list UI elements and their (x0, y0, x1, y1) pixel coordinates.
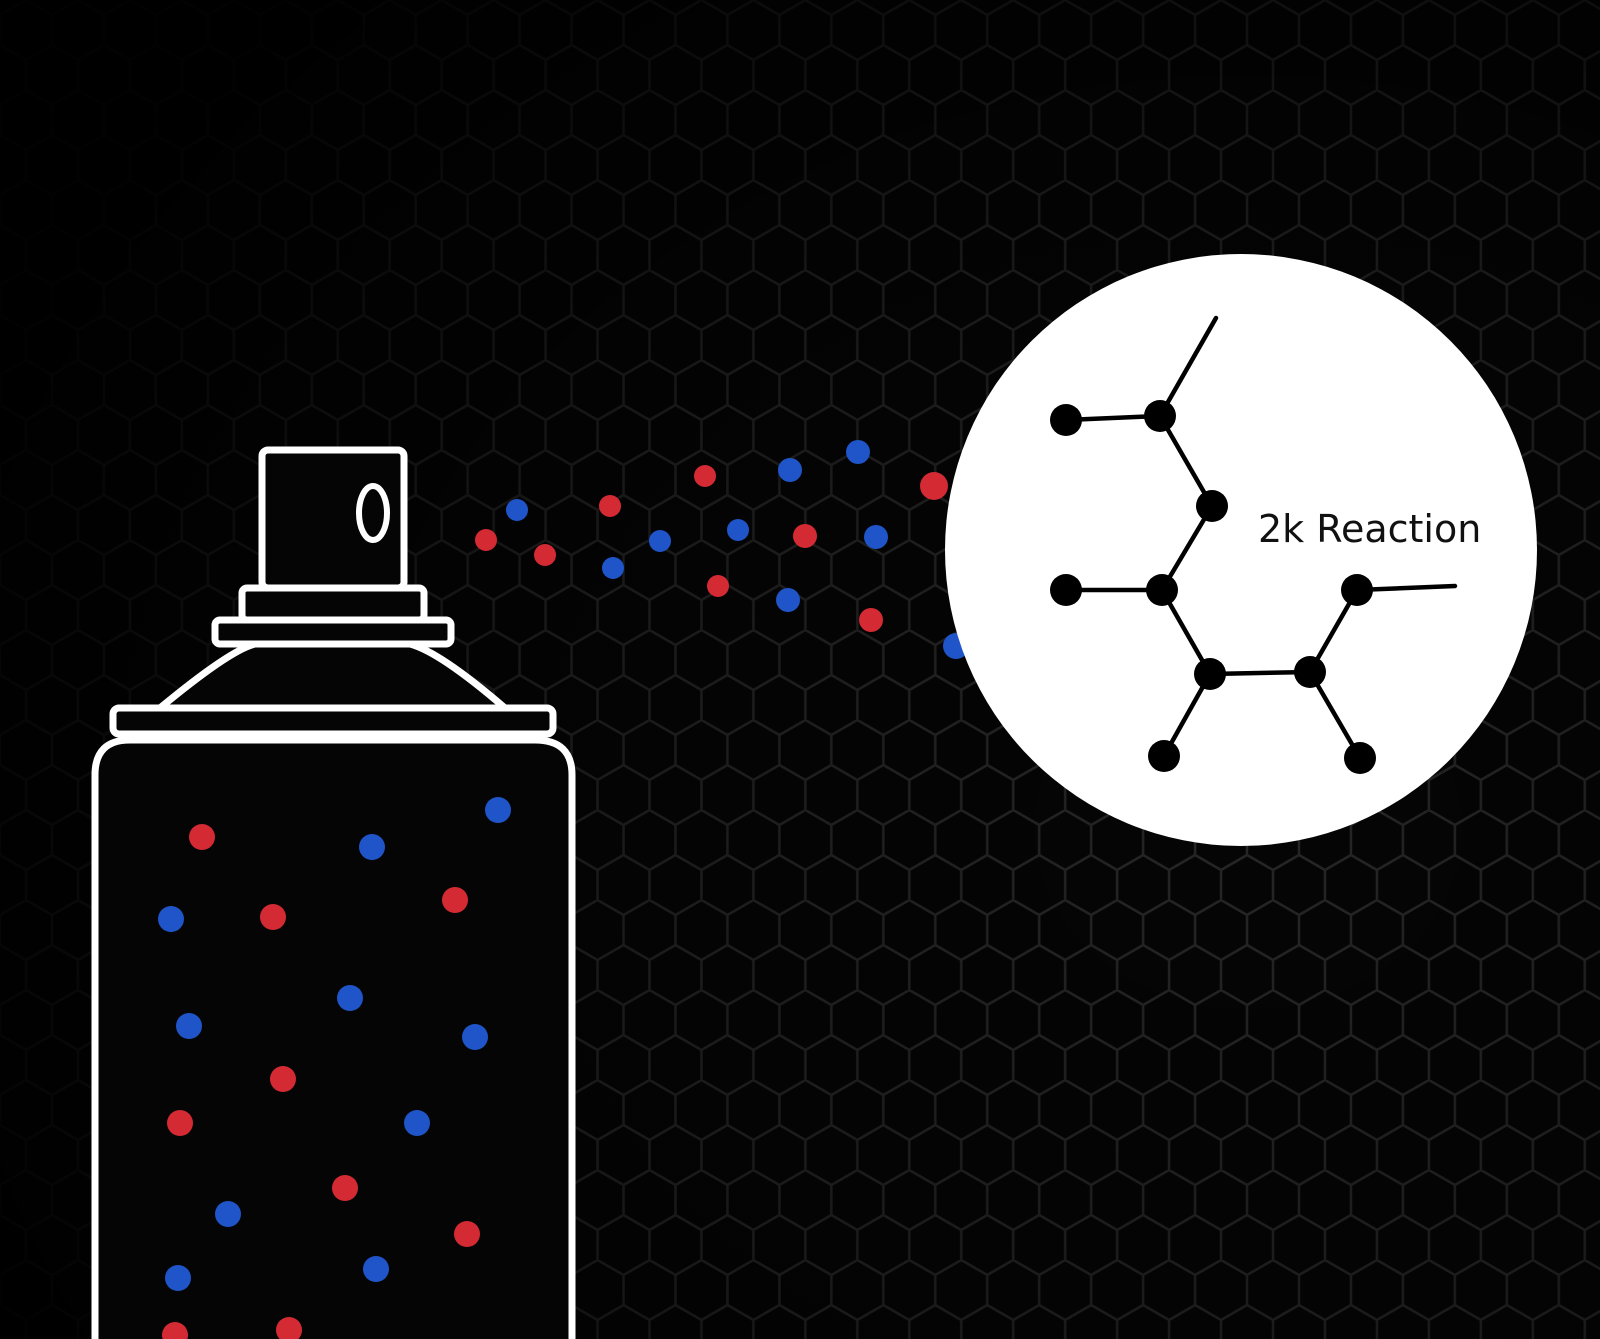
particle-red (332, 1175, 358, 1201)
particle-blue (506, 499, 528, 521)
molecule-structure-icon (1050, 315, 1458, 774)
particle-red (859, 608, 883, 632)
particle-blue (776, 588, 800, 612)
particle-blue (176, 1013, 202, 1039)
can-dome (157, 640, 508, 711)
valve-collar (238, 584, 428, 624)
particle-red (442, 887, 468, 913)
atom (1050, 404, 1082, 436)
particle-blue (778, 458, 802, 482)
particle-red (920, 472, 948, 500)
particle-blue (864, 525, 888, 549)
reaction-label: 2k Reaction (1258, 507, 1481, 551)
particle-red (707, 575, 729, 597)
can-body (91, 736, 576, 1339)
spray-nozzle-cap (258, 446, 408, 592)
atom (1146, 574, 1178, 606)
particle-red (162, 1322, 188, 1339)
particle-red (793, 524, 817, 548)
particle-blue (485, 797, 511, 823)
can-top-rim (109, 704, 557, 738)
particle-red (694, 465, 716, 487)
particle-blue (462, 1024, 488, 1050)
particle-red (534, 544, 556, 566)
particle-red (276, 1317, 302, 1339)
atom (1148, 740, 1180, 772)
can-particles (158, 797, 511, 1339)
particle-blue (158, 906, 184, 932)
atom (1294, 656, 1326, 688)
particle-blue (727, 519, 749, 541)
particle-blue (359, 834, 385, 860)
nozzle-hole (356, 483, 390, 543)
particle-blue (363, 1256, 389, 1282)
particle-blue (846, 440, 870, 464)
atom (1144, 400, 1176, 432)
particle-blue (404, 1110, 430, 1136)
particle-red (189, 824, 215, 850)
atom (1194, 658, 1226, 690)
particle-blue (337, 985, 363, 1011)
atom (1196, 490, 1228, 522)
magnifier-bubble (945, 254, 1537, 846)
particle-red (599, 495, 621, 517)
particle-red (167, 1110, 193, 1136)
valve-ring (211, 616, 455, 648)
spray-particles (475, 440, 969, 659)
particle-blue (649, 530, 671, 552)
particle-blue (602, 557, 624, 579)
atom (1050, 574, 1082, 606)
particle-red (260, 904, 286, 930)
particle-red (270, 1066, 296, 1092)
particle-red (454, 1221, 480, 1247)
atom (1341, 574, 1373, 606)
atom (1344, 742, 1376, 774)
particle-red (475, 529, 497, 551)
particle-blue (215, 1201, 241, 1227)
molecule-atoms (1050, 400, 1376, 774)
particle-blue (165, 1265, 191, 1291)
